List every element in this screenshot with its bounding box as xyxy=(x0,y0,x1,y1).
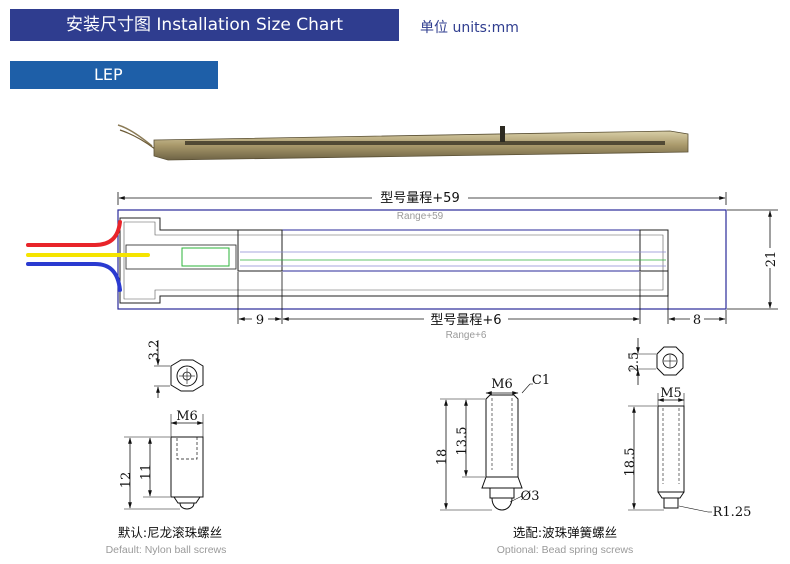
bead-m6-dim-a: 18 xyxy=(435,449,450,466)
bead-m6-diameter: Ø3 xyxy=(521,489,540,504)
lead-wires xyxy=(26,220,150,292)
bead-screw-m5-top-view: 2.5 xyxy=(627,338,684,385)
bead-m5-dim-b: 18.5 xyxy=(623,448,638,477)
product-photo xyxy=(117,124,689,161)
bead-screw-m5-side-view: M5 18.5 R1.25 xyxy=(623,386,751,520)
optional-screw-caption-en: Optional: Bead spring screws xyxy=(497,544,634,556)
left-offset-label: 9 xyxy=(256,313,264,328)
default-screw-dim-b: 12 xyxy=(119,472,134,489)
default-screw-top-view: 3.2 xyxy=(147,340,204,398)
default-screw-dim-c: 11 xyxy=(139,464,154,481)
overall-length-cn: 型号量程+59 xyxy=(380,191,459,206)
units-label: 单位 units:mm xyxy=(420,20,519,36)
bead-m6-dim-b: 13.5 xyxy=(455,427,470,456)
bead-screw-m6-view: M6 C1 18 13.5 Ø3 xyxy=(435,373,550,511)
bead-m6-thread: M6 xyxy=(491,377,513,392)
bead-m5-radius: R1.25 xyxy=(713,505,752,520)
overall-length-dimension: 型号量程+59 Range+59 xyxy=(117,190,727,222)
bead-m5-thread: M5 xyxy=(660,386,682,401)
bead-m5-dim-a: 2.5 xyxy=(627,352,642,373)
overall-length-en: Range+59 xyxy=(397,211,444,222)
height-label: 21 xyxy=(764,251,779,268)
default-screw-dim-a: 3.2 xyxy=(147,340,162,361)
optional-screw-caption-cn: 选配:波珠弹簧螺丝 xyxy=(513,525,617,540)
bead-m6-chamfer: C1 xyxy=(532,373,550,388)
model-label: LEP xyxy=(10,61,218,89)
stroke-length-cn: 型号量程+6 xyxy=(430,313,501,328)
sensor-body xyxy=(117,209,727,310)
default-screw-caption-cn: 默认:尼龙滚珠螺丝 xyxy=(118,525,222,540)
page-title: 安装尺寸图 Installation Size Chart xyxy=(10,9,399,41)
default-screw-thread: M6 xyxy=(176,409,198,424)
height-dimension: 21 xyxy=(727,209,779,310)
stroke-length-dimension: 9 型号量程+6 Range+6 8 xyxy=(237,272,727,341)
default-screw-side-view: M6 12 11 xyxy=(119,409,204,510)
stroke-length-en: Range+6 xyxy=(446,330,487,341)
right-offset-label: 8 xyxy=(693,313,701,328)
default-screw-caption-en: Default: Nylon ball screws xyxy=(106,544,227,556)
